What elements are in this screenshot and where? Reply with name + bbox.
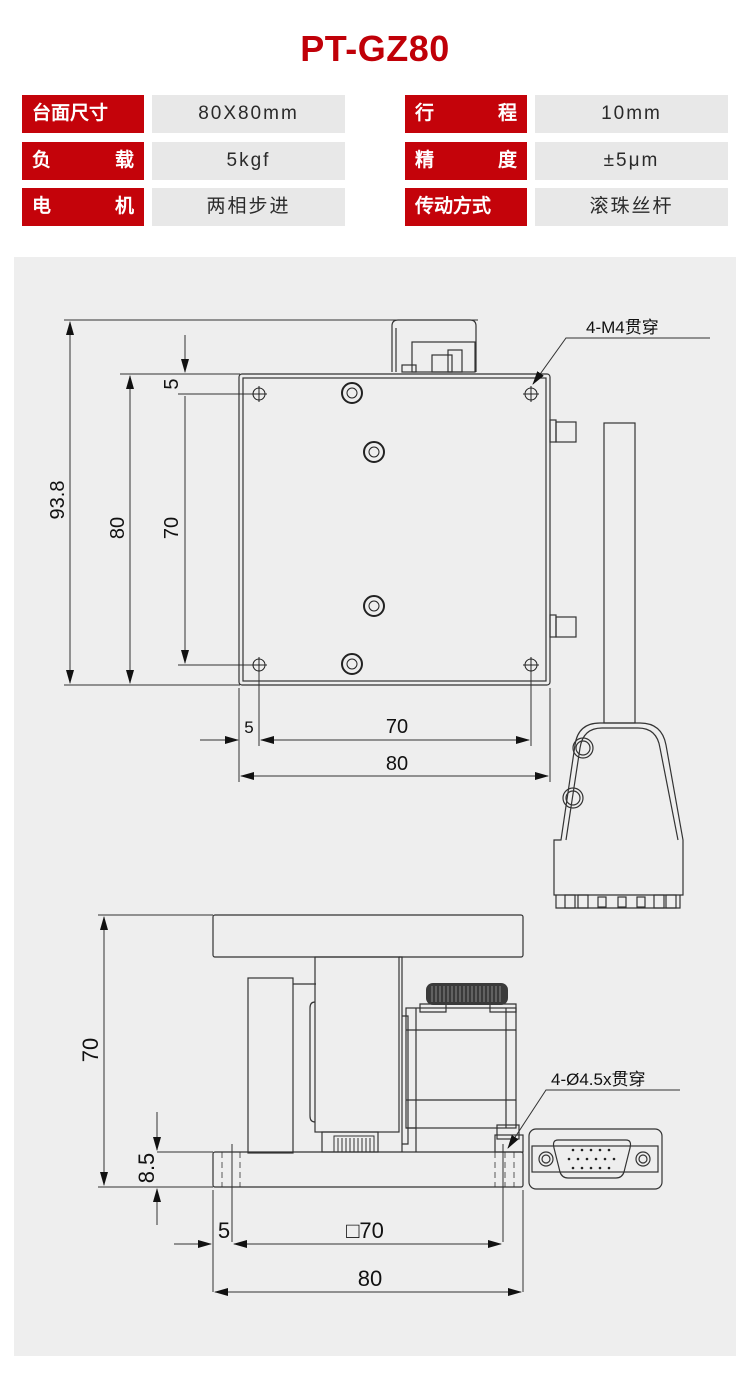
- product-title: PT-GZ80: [300, 28, 450, 69]
- dim-side-hole-pitch: □70: [346, 1218, 384, 1243]
- spec-label-text: 度: [497, 150, 517, 171]
- dim-plate-height: 80: [107, 517, 129, 539]
- callout-through-holes: 4-Ø4.5x贯穿: [551, 1070, 645, 1089]
- side-view-dimension-lines: [98, 914, 680, 1296]
- spec-label-text: 传动方式: [415, 196, 492, 217]
- dim-base-height: 8.5: [134, 1153, 159, 1184]
- dim-hole-pitch-horizontal: 70: [386, 716, 408, 738]
- spec-label-drive: 传动方式: [405, 188, 527, 226]
- spec-label-text: 载: [114, 150, 134, 171]
- dim-side-overall-height: 70: [78, 1038, 103, 1062]
- spec-label-text: 电: [32, 196, 52, 217]
- spec-label-text: 行: [415, 103, 435, 124]
- spec-value-table-size: 80X80mm: [152, 95, 345, 133]
- dim-hole-pitch-vertical: 70: [161, 517, 183, 539]
- dim-base-width: 80: [358, 1266, 382, 1291]
- spec-label-text: 精: [415, 150, 435, 171]
- spec-label-text: 负: [32, 150, 52, 171]
- spec-label-text: 程: [497, 103, 517, 124]
- spec-value-precision: ±5μm: [535, 142, 728, 180]
- spec-label-stroke: 行程: [405, 95, 527, 133]
- dim-plate-width: 80: [386, 753, 408, 775]
- top-view-dimension-lines: [64, 319, 710, 782]
- spec-label-text: 机: [114, 196, 134, 217]
- pulley: [333, 1135, 375, 1153]
- spec-label-table-size: 台面尺寸: [22, 95, 144, 133]
- spec-label-text: 台面尺寸: [32, 103, 109, 124]
- dim-edge-offset-horizontal: 5: [244, 718, 253, 737]
- spec-value-drive: 滚珠丝杆: [535, 188, 728, 226]
- spec-label-motor: 电机: [22, 188, 144, 226]
- spec-label-precision: 精度: [405, 142, 527, 180]
- spec-label-load: 负载: [22, 142, 144, 180]
- side-view: [212, 914, 663, 1190]
- knob-knurl: [431, 986, 501, 1002]
- db15-pins: [567, 1148, 616, 1170]
- dim-overall-height: 93.8: [47, 481, 69, 520]
- top-view: [238, 319, 684, 909]
- spec-value-load: 5kgf: [152, 142, 345, 180]
- drawing-panel: [14, 257, 736, 1356]
- spec-value-stroke: 10mm: [535, 95, 728, 133]
- top-plate-holes: [251, 382, 539, 675]
- dim-edge-offset-vertical: 5: [161, 378, 183, 389]
- callout-m4-through: 4-M4贯穿: [586, 318, 659, 337]
- dim-side-edge-offset: 5: [218, 1218, 230, 1243]
- spec-value-motor: 两相步进: [152, 188, 345, 226]
